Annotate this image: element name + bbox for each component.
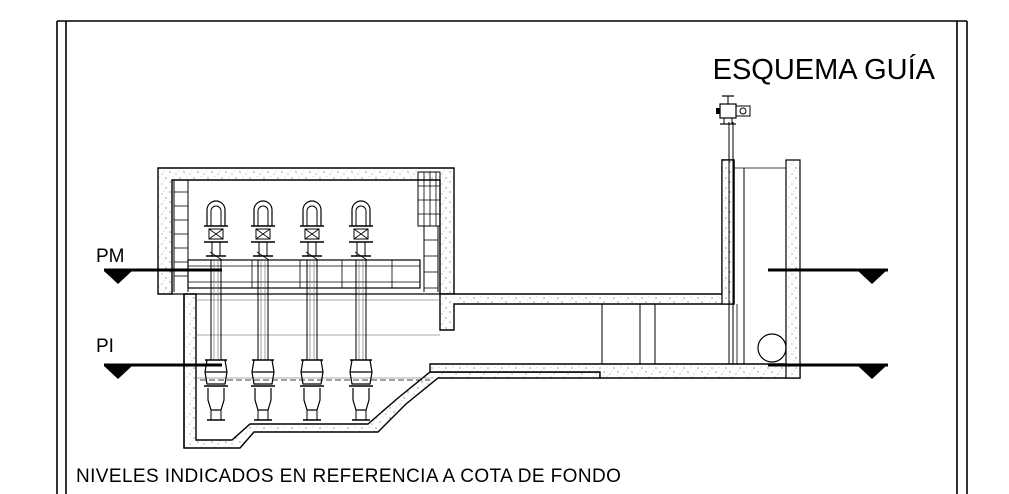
pump-2 [250, 200, 276, 421]
level-triangle-pm [104, 271, 132, 284]
drawing-title: ESQUEMA GUÍA [713, 53, 936, 86]
level-label-pi: PI [96, 336, 114, 357]
pump-3 [299, 200, 325, 421]
level-triangle-inlet-upper [858, 271, 886, 284]
level-triangle-inlet-lower [858, 366, 886, 379]
pump-station-structure [157, 159, 801, 449]
gate-actuator [716, 95, 751, 125]
drawing-border [56, 20, 968, 494]
discharge-manifold [187, 259, 421, 289]
level-label-pm: PM [96, 246, 125, 267]
level-marker-inlet-upper [768, 268, 888, 284]
footer-note: NIVELES INDICADOS EN REFERENCIA A COTA D… [76, 466, 621, 487]
level-marker-pm: PM [96, 246, 222, 284]
pump-1 [203, 200, 229, 421]
inlet-chamber [721, 122, 801, 379]
pump-4 [348, 200, 374, 421]
access-ladder-right [417, 171, 441, 292]
level-triangle-pi [104, 366, 132, 379]
access-ladder-left [173, 180, 189, 292]
level-marker-inlet-lower [768, 363, 888, 379]
level-marker-pi: PI [96, 336, 222, 379]
